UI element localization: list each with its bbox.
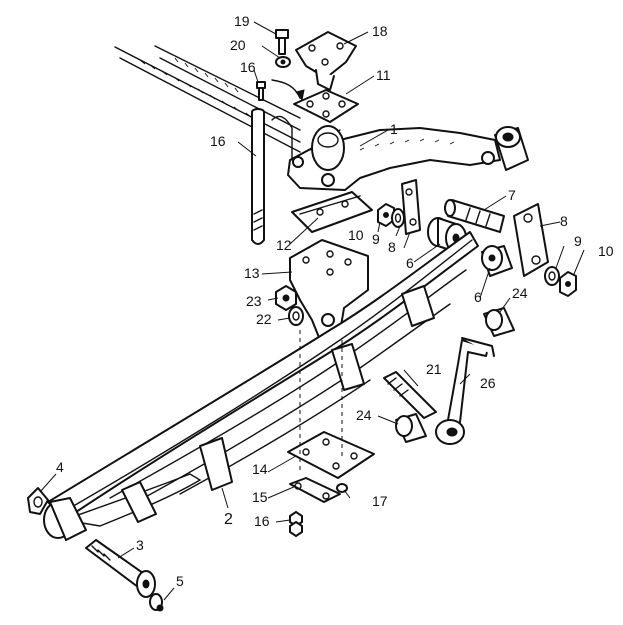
callout-8-right: 8 [560,213,568,229]
clamp-bar-15 [289,477,341,503]
callout-16-top: 16 [240,59,256,75]
shackle-plate-8-left [401,179,421,235]
callout-14: 14 [252,461,268,477]
grease-nipple-5 [149,593,164,612]
callout-12: 12 [276,237,292,253]
callout-20: 20 [230,37,246,53]
rubber-bush-6-lower [481,245,513,277]
clamp-plate-12 [291,191,373,233]
shackle-plate-8-right [513,203,549,277]
nut-10-right [559,271,577,297]
leader-lines [39,21,585,601]
callout-16-bottom: 16 [254,513,270,529]
callout-11: 11 [376,67,391,83]
callout-9-right: 9 [574,233,582,249]
callout-2: 2 [224,511,233,528]
callout-labels: 19 18 20 16 11 1 16 7 8 10 9 8 12 6 10 9… [56,13,614,589]
lock-washer-17 [336,483,348,493]
callout-6-upper: 6 [406,255,414,271]
leaf-spring-2 [43,231,479,541]
callout-7: 7 [508,187,516,203]
shackle-pin-7 [444,199,505,233]
callout-22: 22 [256,311,272,327]
shackle-bolt-3 [85,539,156,598]
rubber-pad-11 [293,89,359,123]
callout-1: 1 [390,121,398,137]
nut-20 [275,56,291,68]
callout-16-mid: 16 [210,133,226,149]
callout-17: 17 [372,493,388,509]
bolt-19 [275,29,289,55]
nuts-16-lower [289,511,303,537]
bush-24-upper [483,307,515,337]
bolt-16-upper [256,81,266,101]
callout-10-left: 10 [348,227,364,243]
callout-10-right: 10 [598,243,614,259]
callout-4: 4 [56,459,64,475]
assembly-arrow [271,79,305,102]
callout-21: 21 [426,361,442,377]
callout-24-lower: 24 [356,407,372,423]
callout-26: 26 [480,375,496,391]
bent-rod-26 [435,337,495,445]
washer-9-right [544,266,560,286]
alignment-lines [299,330,343,474]
nut-23 [275,285,297,311]
washer-4 [27,487,49,515]
mounting-bracket-top [295,31,357,91]
spring-hanger-arm [287,125,529,191]
callout-18: 18 [372,23,388,39]
washer-9-left [391,208,405,228]
callout-23: 23 [246,293,262,309]
callout-9-left: 9 [372,231,380,247]
u-bolt-16 [251,108,293,245]
lower-plate-14 [287,431,375,479]
callout-19: 19 [234,13,250,29]
callout-5: 5 [176,573,184,589]
callout-6-lower: 6 [474,289,482,305]
bush-24-lower [395,413,427,443]
stud-21 [383,371,437,419]
callout-24-upper: 24 [512,285,528,301]
callout-13: 13 [244,265,260,281]
callout-15: 15 [252,489,268,505]
chassis-frame-rail [114,45,301,153]
washer-22 [288,306,304,326]
callout-8-left: 8 [388,239,396,255]
callout-3: 3 [136,537,144,553]
